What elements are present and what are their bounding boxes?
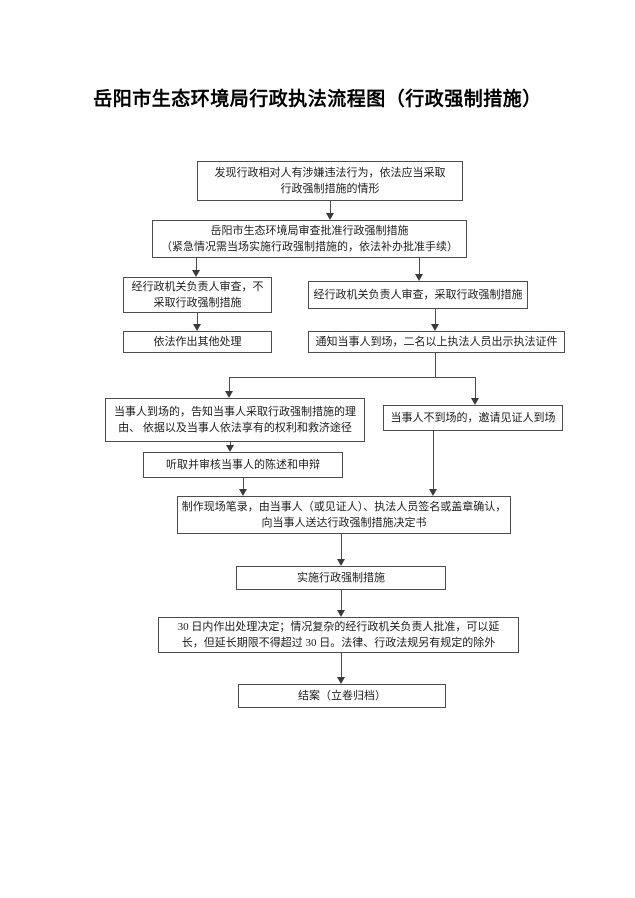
connector-line [341, 534, 342, 559]
flow-node-party-present: 当事人到场的，告知当事人采取行政强制措施的理 由、 依据以及当事人依法享有的权利… [105, 398, 365, 442]
connector-line [229, 377, 476, 378]
connector-line [229, 377, 230, 391]
flow-node-other-handling: 依法作出其他处理 [123, 331, 272, 353]
arrowhead-icon [337, 559, 345, 566]
arrowhead-icon [225, 391, 233, 398]
connector-line [197, 313, 198, 324]
flow-node-hear-statement: 听取并审核当事人的陈述和申辩 [143, 452, 343, 478]
flow-node-party-absent: 当事人不到场的，邀请见证人到场 [383, 405, 563, 431]
flow-node-approve: 岳阳市生态环境局审查批准行政强制措施 （紧急情况需当场实施行政强制措施的，依法补… [152, 220, 467, 258]
connector-line [341, 653, 342, 677]
arrowhead-icon [192, 270, 200, 277]
arrowhead-icon [415, 274, 423, 281]
connector-line [433, 431, 434, 489]
connector-line [475, 377, 476, 398]
arrowhead-icon [226, 445, 234, 452]
arrowhead-icon [431, 324, 439, 331]
connector-line [330, 201, 331, 213]
flow-node-detect: 发现行政相对人有涉嫌违法行为，依法应当采取 行政强制措施的情形 [197, 161, 463, 201]
connector-line [196, 258, 197, 270]
flow-node-notify-party: 通知当事人到场，二名以上执法人员出示执法证件 [308, 331, 565, 353]
arrowhead-icon [337, 677, 345, 684]
arrowhead-icon [239, 489, 247, 496]
flow-node-make-record: 制作现场笔录，由当事人（或见证人）、执法人员签名或盖章确认， 向当事人送达行政强… [177, 496, 511, 534]
arrowhead-icon [471, 398, 479, 405]
flow-node-decision-30days: 30 日内作出处理决定；情况复杂的经行政机关负责人批准，可以延 长，但延长期限不… [158, 617, 519, 653]
connector-line [419, 258, 420, 274]
arrowhead-icon [429, 489, 437, 496]
connector-line [243, 478, 244, 489]
arrowhead-icon [337, 610, 345, 617]
connector-line [435, 353, 436, 378]
page-title: 岳阳市生态环境局行政执法流程图（行政强制措施） [93, 89, 542, 110]
flow-node-take-measure: 经行政机关负责人审查，采取行政强制措施 [308, 281, 528, 309]
connector-line [230, 442, 231, 445]
flow-node-no-measure: 经行政机关负责人审查，不 采取行政强制措施 [123, 277, 272, 313]
flow-node-implement: 实施行政强制措施 [236, 566, 446, 590]
flow-node-close-case: 结案（立卷归档） [238, 684, 446, 708]
arrowhead-icon [193, 324, 201, 331]
connector-line [435, 309, 436, 324]
connector-line [341, 590, 342, 610]
arrowhead-icon [326, 213, 334, 220]
